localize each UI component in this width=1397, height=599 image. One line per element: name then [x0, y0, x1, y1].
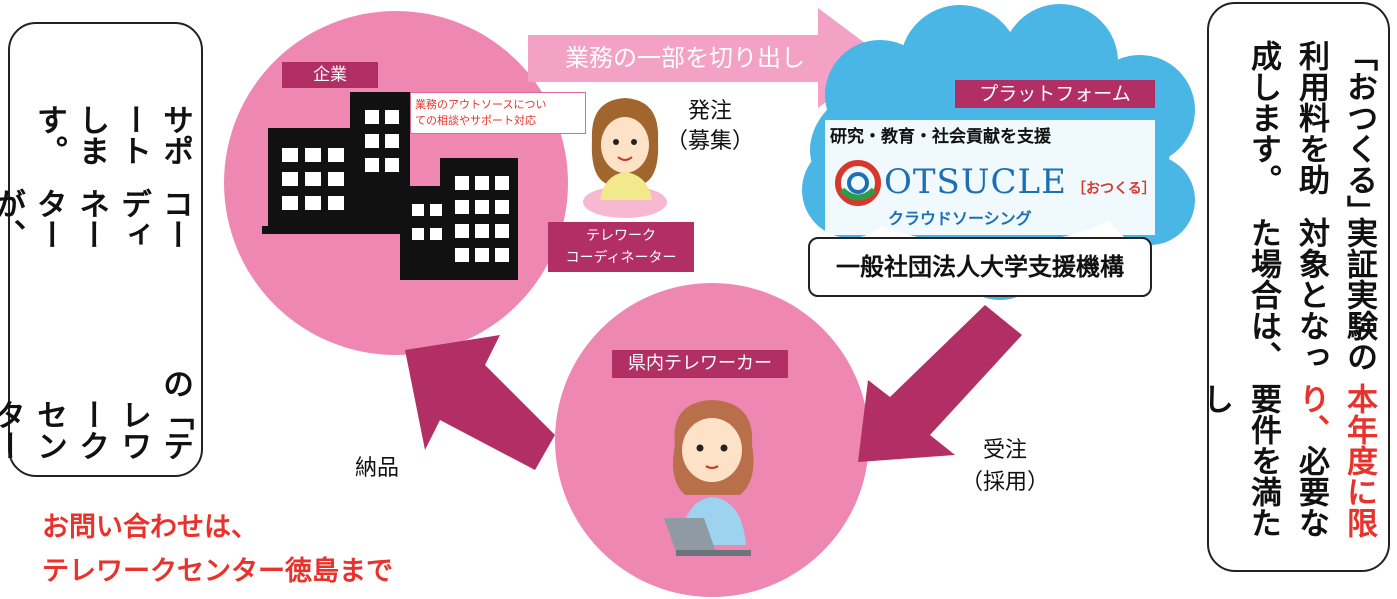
platform-brand: OTSUCLE ［おつくる］	[884, 162, 1174, 202]
left-info-text: 「テレワークセンター徳島」 の コーディネーターが、 サポートします。	[0, 82, 196, 462]
order-line2: （募集）	[665, 129, 754, 154]
receive-line2: （採用）	[960, 470, 1049, 495]
org-box: 一般社団法人大学支援機構	[808, 237, 1152, 297]
order-label: 発注 （募集）	[660, 97, 760, 157]
contact-text: お問い合わせは、 テレワークセンター徳島まで	[42, 506, 442, 594]
left-line2: の	[157, 368, 193, 399]
platform-subtitle: 研究・教育・社会貢献を支援	[830, 127, 1051, 147]
outsource-note-line1: 業務のアウトソースについ	[415, 98, 547, 111]
order-line1: 発注	[687, 99, 732, 124]
building-windows	[282, 110, 509, 262]
platform-tag: プラットフォーム	[955, 80, 1155, 108]
left-info-box: 「テレワークセンター徳島」 の コーディネーターが、 サポートします。	[0, 22, 203, 477]
coordinator-line1: テレワーク	[586, 228, 656, 244]
worker-tag: 県内テレワーカー	[612, 350, 788, 378]
company-tag: 企業	[282, 62, 378, 88]
right-line3: 「おつくる」利用料を助成します。	[1245, 40, 1377, 211]
right-line1-rest: 必要な要件を満たし	[1197, 382, 1329, 538]
left-line3: コーディネーターが、	[0, 188, 193, 250]
right-line2: 実証実験の対象となった場合は、	[1245, 217, 1377, 373]
otsucle-logo-icon	[835, 160, 881, 206]
woman-icon	[583, 98, 667, 218]
right-line1: 本年度に限り、必要な要件を満たし	[1197, 382, 1383, 560]
brand-kana: ［おつくる］	[1072, 181, 1156, 197]
delivery-label: 納品	[355, 456, 400, 481]
right-info-box: 本年度に限り、必要な要件を満たし 実証実験の対象となった場合は、 「おつくる」利…	[1197, 2, 1390, 572]
top-arrow-label: 業務の一部を切り出し	[565, 44, 805, 72]
top-arrow	[528, 8, 885, 108]
receive-label: 受注 （採用）	[955, 435, 1055, 499]
brand-name: OTSUCLE	[884, 162, 1067, 202]
left-line1: 「テレワークセンター徳島」	[0, 399, 193, 461]
laptop-woman-icon	[664, 400, 754, 556]
left-line4: サポートします。	[31, 104, 193, 166]
platform-service: クラウドソーシング	[888, 209, 1032, 228]
contact-line1: お問い合わせは、	[42, 512, 258, 543]
delivery-arrow	[405, 335, 555, 470]
receive-line1: 受注	[982, 438, 1027, 463]
outsource-note-line2: ての相談やサポート対応	[415, 114, 536, 127]
outsource-note: 業務のアウトソースについ ての相談やサポート対応	[410, 92, 586, 134]
contact-line2: テレワークセンター徳島まで	[42, 556, 393, 587]
receive-arrow	[858, 305, 1022, 462]
right-info-text: 本年度に限り、必要な要件を満たし 実証実験の対象となった場合は、 「おつくる」利…	[1197, 40, 1383, 560]
right-line1-highlight: 本年度に限り、	[1293, 382, 1377, 538]
coordinator-tag: テレワーク コーディネーター	[548, 222, 694, 272]
coordinator-line2: コーディネーター	[565, 250, 677, 266]
